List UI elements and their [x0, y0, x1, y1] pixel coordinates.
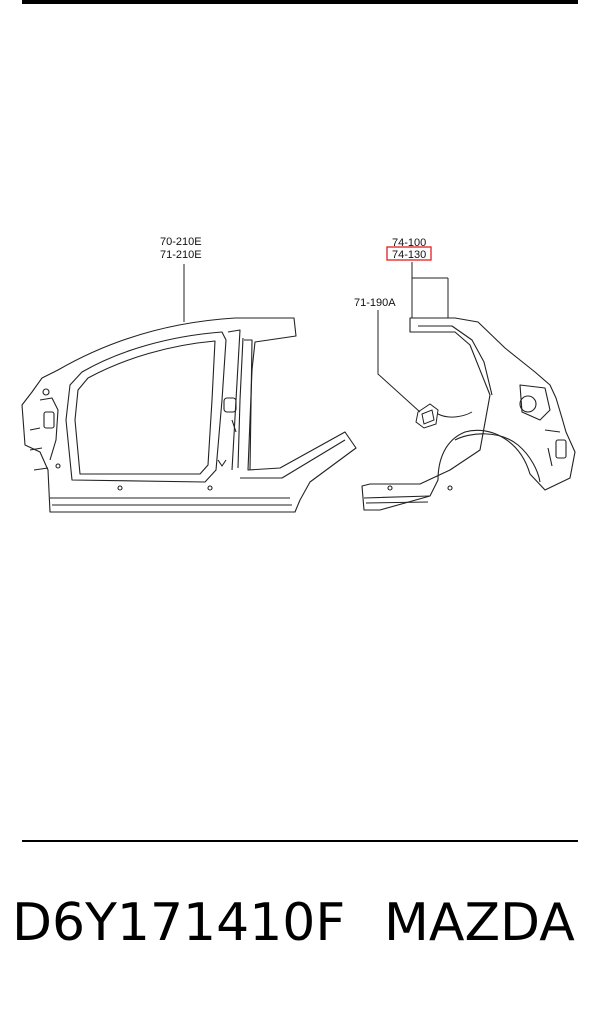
part-number: D6Y171410F — [12, 893, 346, 953]
footer: D6Y171410F MAZDA — [0, 893, 600, 973]
rear-panel-callout: 74-100 74-130 71-190A — [354, 237, 449, 413]
front-panel-callout: 70-210E 71-210E — [160, 236, 202, 322]
callout-label-74-130: 74-130 — [392, 249, 426, 261]
callout-label-74-100: 74-100 — [392, 237, 426, 249]
bottom-rule — [22, 840, 578, 842]
bracket-part — [415, 403, 473, 429]
rear-side-panel — [361, 317, 576, 511]
callout-label-71-190a: 71-190A — [354, 297, 396, 309]
top-rule — [22, 0, 578, 4]
front-side-panel — [21, 317, 357, 513]
brand-name: MAZDA — [384, 893, 575, 953]
callout-label-70-210e: 70-210E — [160, 236, 202, 248]
callout-label-71-210e: 71-210E — [160, 249, 202, 261]
body-side-panel-diagram: 70-210E 71-210E 74-100 74-130 71-190A — [21, 236, 576, 513]
highlight-box — [386, 246, 432, 261]
